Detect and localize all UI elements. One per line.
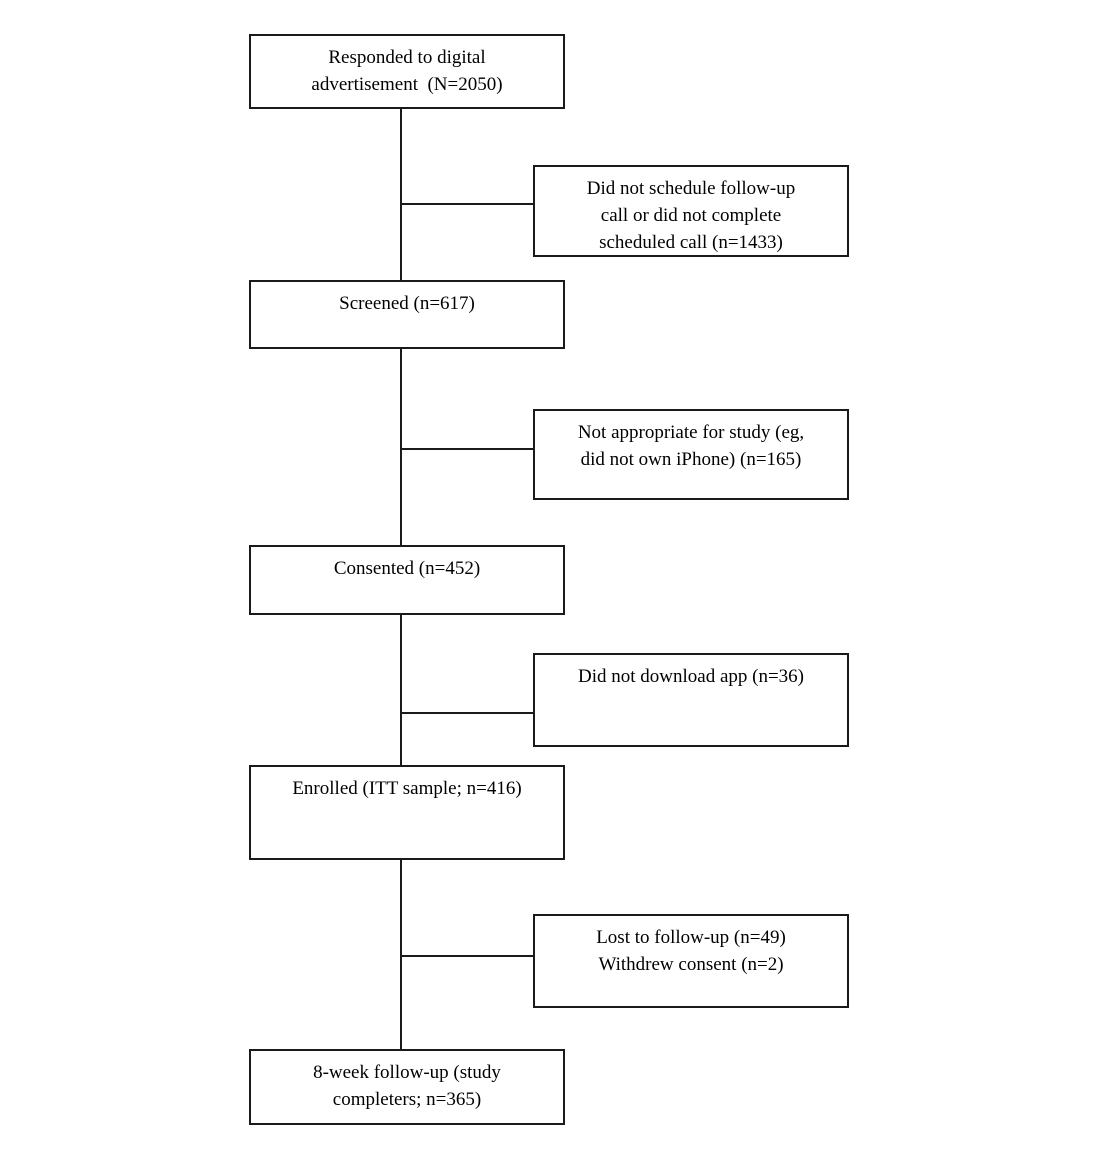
connector-horizontal-1: [401, 203, 533, 205]
flow-box-consented: Consented (n=452): [249, 545, 565, 615]
connector-horizontal-2: [401, 448, 533, 450]
connector-vertical-2: [400, 349, 402, 545]
connector-horizontal-4: [401, 955, 533, 957]
flow-box-screened: Screened (n=617): [249, 280, 565, 349]
flow-box-responded: Responded to digital advertisement (N=20…: [249, 34, 565, 109]
flow-box-enrolled: Enrolled (ITT sample; n=416): [249, 765, 565, 860]
connector-vertical-1: [400, 109, 402, 280]
exclusion-box-no-scheduled-call: Did not schedule follow-up call or did n…: [533, 165, 849, 257]
exclusion-box-lost-or-withdrew: Lost to follow-up (n=49) Withdrew consen…: [533, 914, 849, 1008]
exclusion-box-no-app-download: Did not download app (n=36): [533, 653, 849, 747]
exclusion-box-not-appropriate: Not appropriate for study (eg, did not o…: [533, 409, 849, 500]
connector-vertical-3: [400, 615, 402, 765]
connector-horizontal-3: [401, 712, 533, 714]
flow-box-8-week-followup: 8-week follow-up (study completers; n=36…: [249, 1049, 565, 1125]
connector-vertical-4: [400, 860, 402, 1049]
